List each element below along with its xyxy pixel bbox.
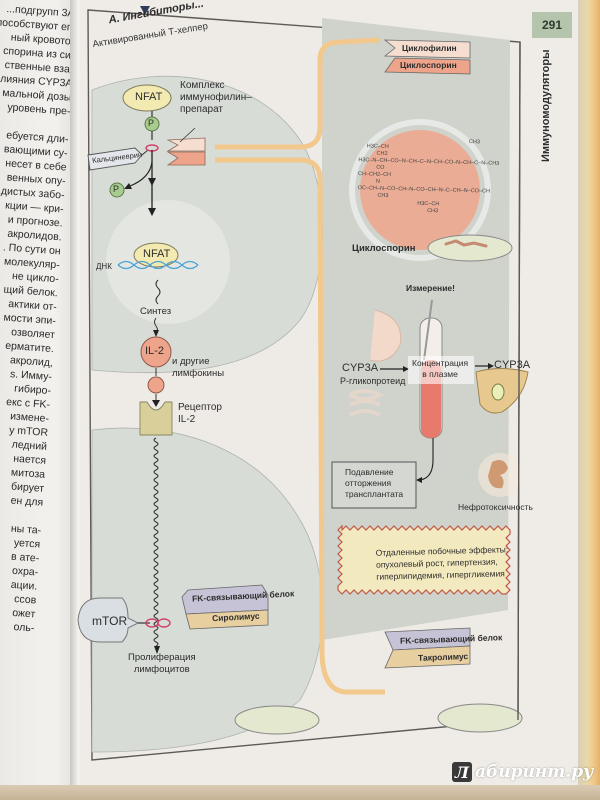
page-marker-icon xyxy=(140,6,150,15)
page-number-tab: 291 xyxy=(532,12,572,38)
watermark-text: абиринт.ру xyxy=(475,762,594,782)
cyp3a-left-label: CYP3A xyxy=(342,362,379,374)
receptor-label: Рецептор IL-2 xyxy=(178,402,222,426)
tacrolimus-label: Такролимус xyxy=(417,651,469,663)
petri-dish-tacrolimus xyxy=(437,703,523,733)
side-effects-box xyxy=(337,524,511,595)
watermark: Л абиринт.ру xyxy=(452,762,593,782)
page-edge xyxy=(578,0,600,800)
proliferation-line: лимфоцитов xyxy=(133,664,190,675)
complex-label: Комплекс иммунофилин– препарат xyxy=(180,80,252,116)
mtor-label: mTOR xyxy=(92,614,128,628)
rejection-box xyxy=(331,461,417,509)
cyclosporin-tag-label: Циклоспорин xyxy=(400,60,457,70)
rejection-line: трансплантата xyxy=(345,489,404,499)
concentration-line: в плазме xyxy=(422,369,458,379)
connector-cyclophilin xyxy=(215,37,381,150)
rejection-line: отторжения xyxy=(345,478,392,488)
receptor-line: IL-2 xyxy=(178,414,196,425)
petri-dish-cyclosporin xyxy=(427,234,513,262)
stomach-icon xyxy=(369,309,402,362)
side-effects-label: Отдаленные побочные эффекты: опухолевый … xyxy=(376,543,509,582)
pglyco-label: P-гликопротеид xyxy=(340,376,406,386)
il2-circle xyxy=(140,336,172,368)
mtor-shape xyxy=(77,597,140,643)
nephrotox-label: Нефротоксичность xyxy=(458,502,533,512)
calcineurin-shape xyxy=(87,147,143,171)
rejection-line: Подавление xyxy=(345,467,394,477)
lymphokines-line: лимфокины xyxy=(172,368,225,379)
mtor-ring-2 xyxy=(157,618,171,628)
lymphokines-line: и другие xyxy=(172,356,210,367)
il2-label: IL-2 xyxy=(145,345,164,357)
il2-small xyxy=(147,376,165,394)
complex-drug xyxy=(166,151,206,166)
labirint-logo-icon: Л xyxy=(452,762,472,782)
phosphate-released-label: P xyxy=(113,184,120,194)
signal-squiggle xyxy=(153,437,159,647)
cyclosporin-label: Циклоспорин xyxy=(352,243,416,254)
chapter-title: Иммуномодуляторы xyxy=(540,49,552,162)
phosphate-label: P xyxy=(148,118,155,128)
dna-label: ДНК xyxy=(96,262,112,271)
measurement-label: Измерение! xyxy=(406,283,455,293)
nfat-nucleus-label: NFAT xyxy=(143,248,171,260)
cyclosporin-disc xyxy=(360,130,480,250)
connector-fk xyxy=(215,157,385,695)
nfat-top-label: NFAT xyxy=(135,91,163,103)
tag-cyclosporin xyxy=(384,57,471,75)
nfat-nucleus xyxy=(133,242,179,268)
tag-tacrolimus xyxy=(384,645,471,669)
left-page: ...подгрупп 3А, способствуют его ный кро… xyxy=(0,0,78,800)
kidney-icon xyxy=(488,460,508,489)
complex-label-line: иммунофилин– xyxy=(180,92,252,103)
complex-label-line: препарат xyxy=(180,104,223,115)
rejection-label: Подавление отторжения трансплантата xyxy=(345,467,403,500)
nfat-top xyxy=(122,84,172,112)
phosphate-released xyxy=(109,182,125,198)
il2-receptor xyxy=(139,401,173,436)
concentration-line: Концентрация xyxy=(412,358,469,368)
table-surface xyxy=(0,785,600,800)
cyclosporin-structure: CH3 H3C–CH CH2 H3C–N–CH–CO–N–CH–C–N–CH–C… xyxy=(357,136,500,217)
petri-dish-sirolimus xyxy=(234,705,320,735)
concentration-box xyxy=(408,356,474,384)
dna-helix xyxy=(117,260,199,270)
complex-label-line: Комплекс xyxy=(180,80,225,91)
synthesis-label: Синтез xyxy=(140,306,172,317)
concentration-label: Концентрация в плазме xyxy=(412,358,468,380)
lymphokines-label: и другие лимфокины xyxy=(172,356,224,380)
intestine-icon xyxy=(349,389,385,417)
proliferation-line: Пролиферация xyxy=(128,652,196,663)
cyclophilin-label: Циклофилин xyxy=(402,43,457,53)
receptor-line: Рецептор xyxy=(178,402,222,413)
tag-sirolimus xyxy=(185,609,269,630)
proliferation-label: Пролиферация лимфоцитов xyxy=(128,652,196,676)
cyp3a-right-label: CYP3A xyxy=(494,359,531,371)
complex-immunophilin xyxy=(166,137,206,152)
tag-cyclophilin xyxy=(383,39,471,59)
